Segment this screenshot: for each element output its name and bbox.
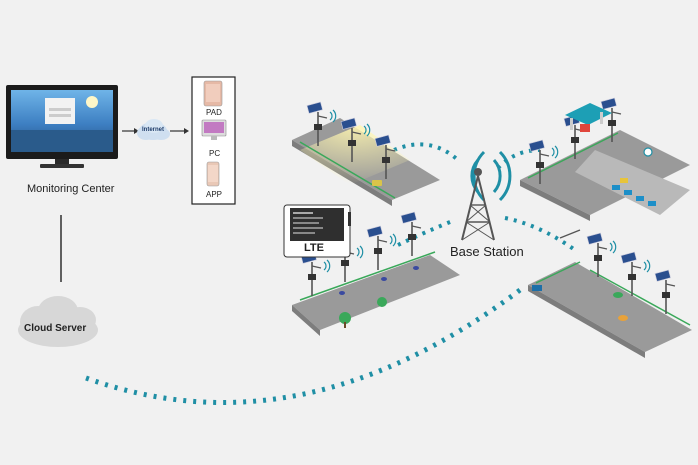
road-scene-bottom-right	[528, 229, 692, 358]
cloud-server-label: Cloud Server	[24, 323, 87, 334]
pc-label: PC	[209, 149, 221, 158]
signal-arc-left-bottom	[397, 218, 456, 247]
tablet-icon	[203, 80, 223, 107]
gas-station-icon	[565, 103, 612, 132]
desktop-icon	[201, 119, 227, 140]
arrow-to-devices	[170, 128, 189, 134]
cell-tower-icon	[461, 150, 512, 241]
road-scene-bottom-left	[292, 211, 460, 336]
cloud-icon	[137, 119, 170, 140]
internet-label: Internet	[142, 127, 165, 133]
road-scene-top-left	[292, 101, 440, 206]
arrow-to-internet	[122, 128, 139, 134]
signal-arc-right-bottom	[504, 216, 577, 252]
phone-icon	[206, 161, 220, 187]
lte-label: LTE	[304, 242, 324, 254]
monitoring-center-label: Monitoring Center	[27, 183, 115, 195]
lte-controller-icon	[283, 204, 351, 258]
monitor-icon	[6, 85, 118, 168]
signal-arc-cloud	[85, 287, 522, 405]
app-label: APP	[206, 190, 223, 199]
pad-label: PAD	[206, 108, 222, 117]
cloud-icon	[18, 296, 98, 347]
base-station-label: Base Station	[450, 244, 524, 259]
road-scene-top-right	[520, 97, 690, 221]
